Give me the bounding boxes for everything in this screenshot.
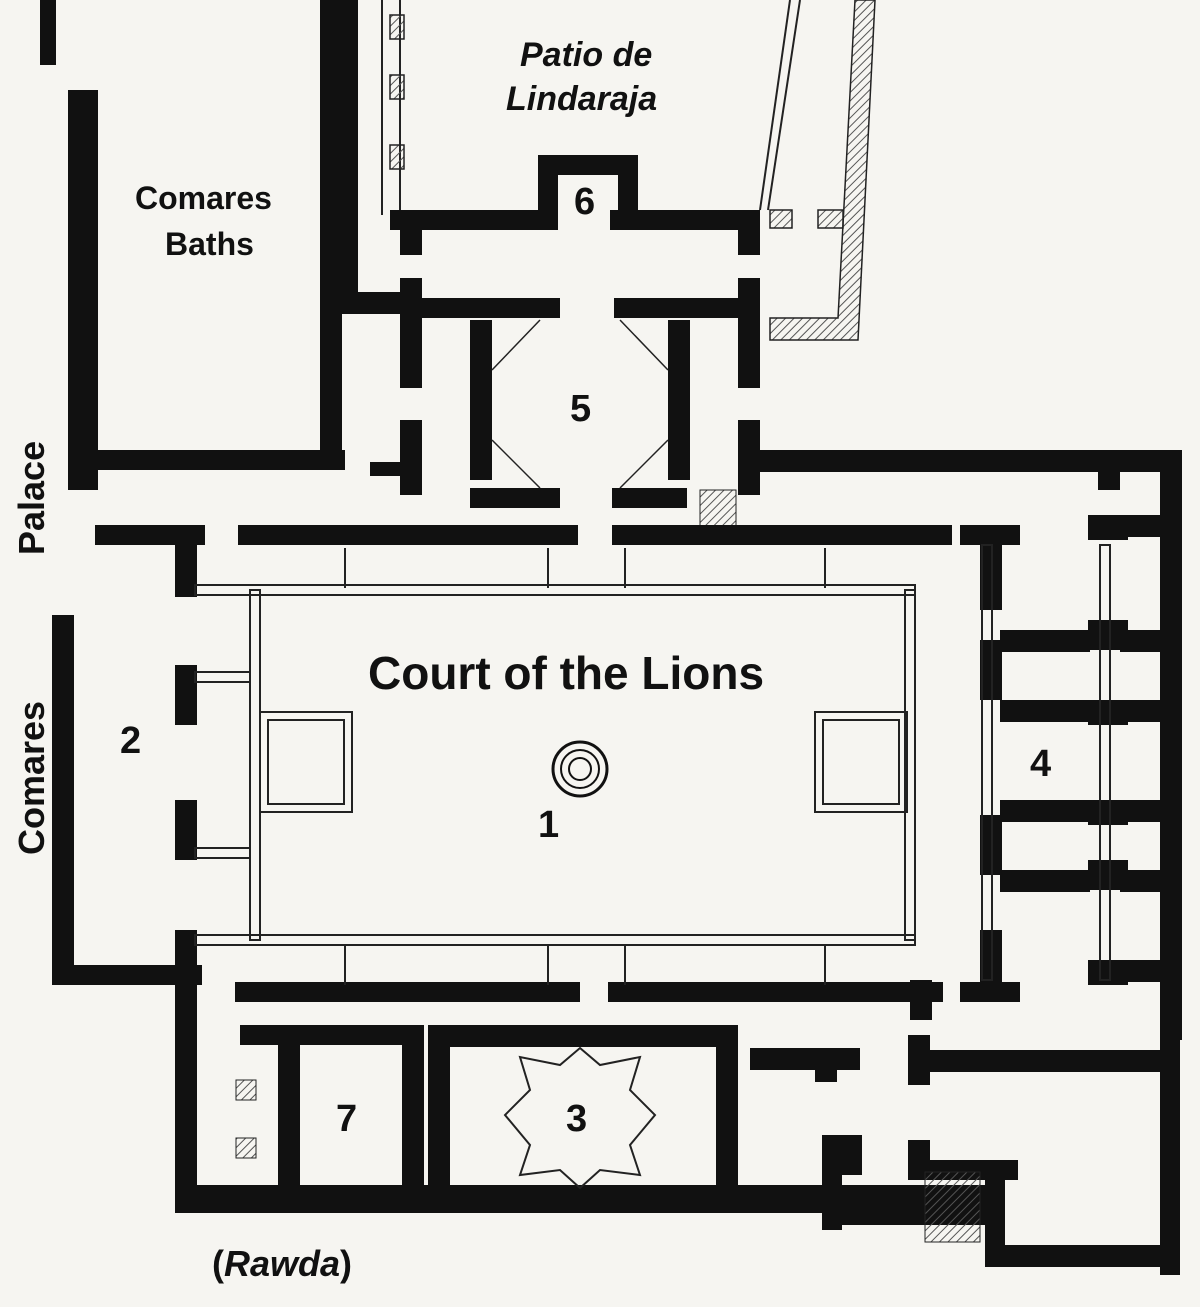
label-palace: Palace xyxy=(11,440,52,555)
main-walls xyxy=(52,450,1182,1275)
room-6-walls xyxy=(390,155,760,255)
stair-hatch-5 xyxy=(699,489,737,531)
label-comares: Comares xyxy=(11,700,52,855)
room-5-walls xyxy=(370,278,760,508)
rawda-paren-close: ) xyxy=(340,1243,353,1284)
room-number-5: 5 xyxy=(570,388,592,430)
court-arcade xyxy=(194,544,1111,985)
hatch-block-a xyxy=(235,1079,257,1101)
room-number-3: 3 xyxy=(566,1098,588,1140)
label-rawda: (Rawda) xyxy=(212,1246,352,1282)
comares-baths-walls xyxy=(40,0,412,490)
lion-fountain xyxy=(551,740,609,798)
label-patio-line2: Lindaraja xyxy=(506,80,658,118)
label-patio-line1: Patio de xyxy=(520,36,653,74)
room-number-1: 1 xyxy=(538,804,560,846)
room-number-4: 4 xyxy=(1030,743,1052,785)
label-comares-baths-line1: Comares xyxy=(135,180,272,216)
room-number-7: 7 xyxy=(336,1098,358,1140)
room-5-octagon xyxy=(491,319,669,489)
rawda-paren-open: ( xyxy=(212,1243,224,1284)
label-comares-baths-line2: Baths xyxy=(165,226,254,262)
patio-hatched-blocks xyxy=(389,0,876,341)
room-3-star xyxy=(503,1046,657,1190)
room-number-6: 6 xyxy=(574,181,596,223)
label-court-of-the-lions: Court of the Lions xyxy=(368,647,765,699)
rawda-name: Rawda xyxy=(224,1243,341,1284)
stair-hatch-bottom xyxy=(924,1171,981,1243)
room-number-2: 2 xyxy=(120,720,142,762)
hatch-block-b xyxy=(235,1137,257,1159)
